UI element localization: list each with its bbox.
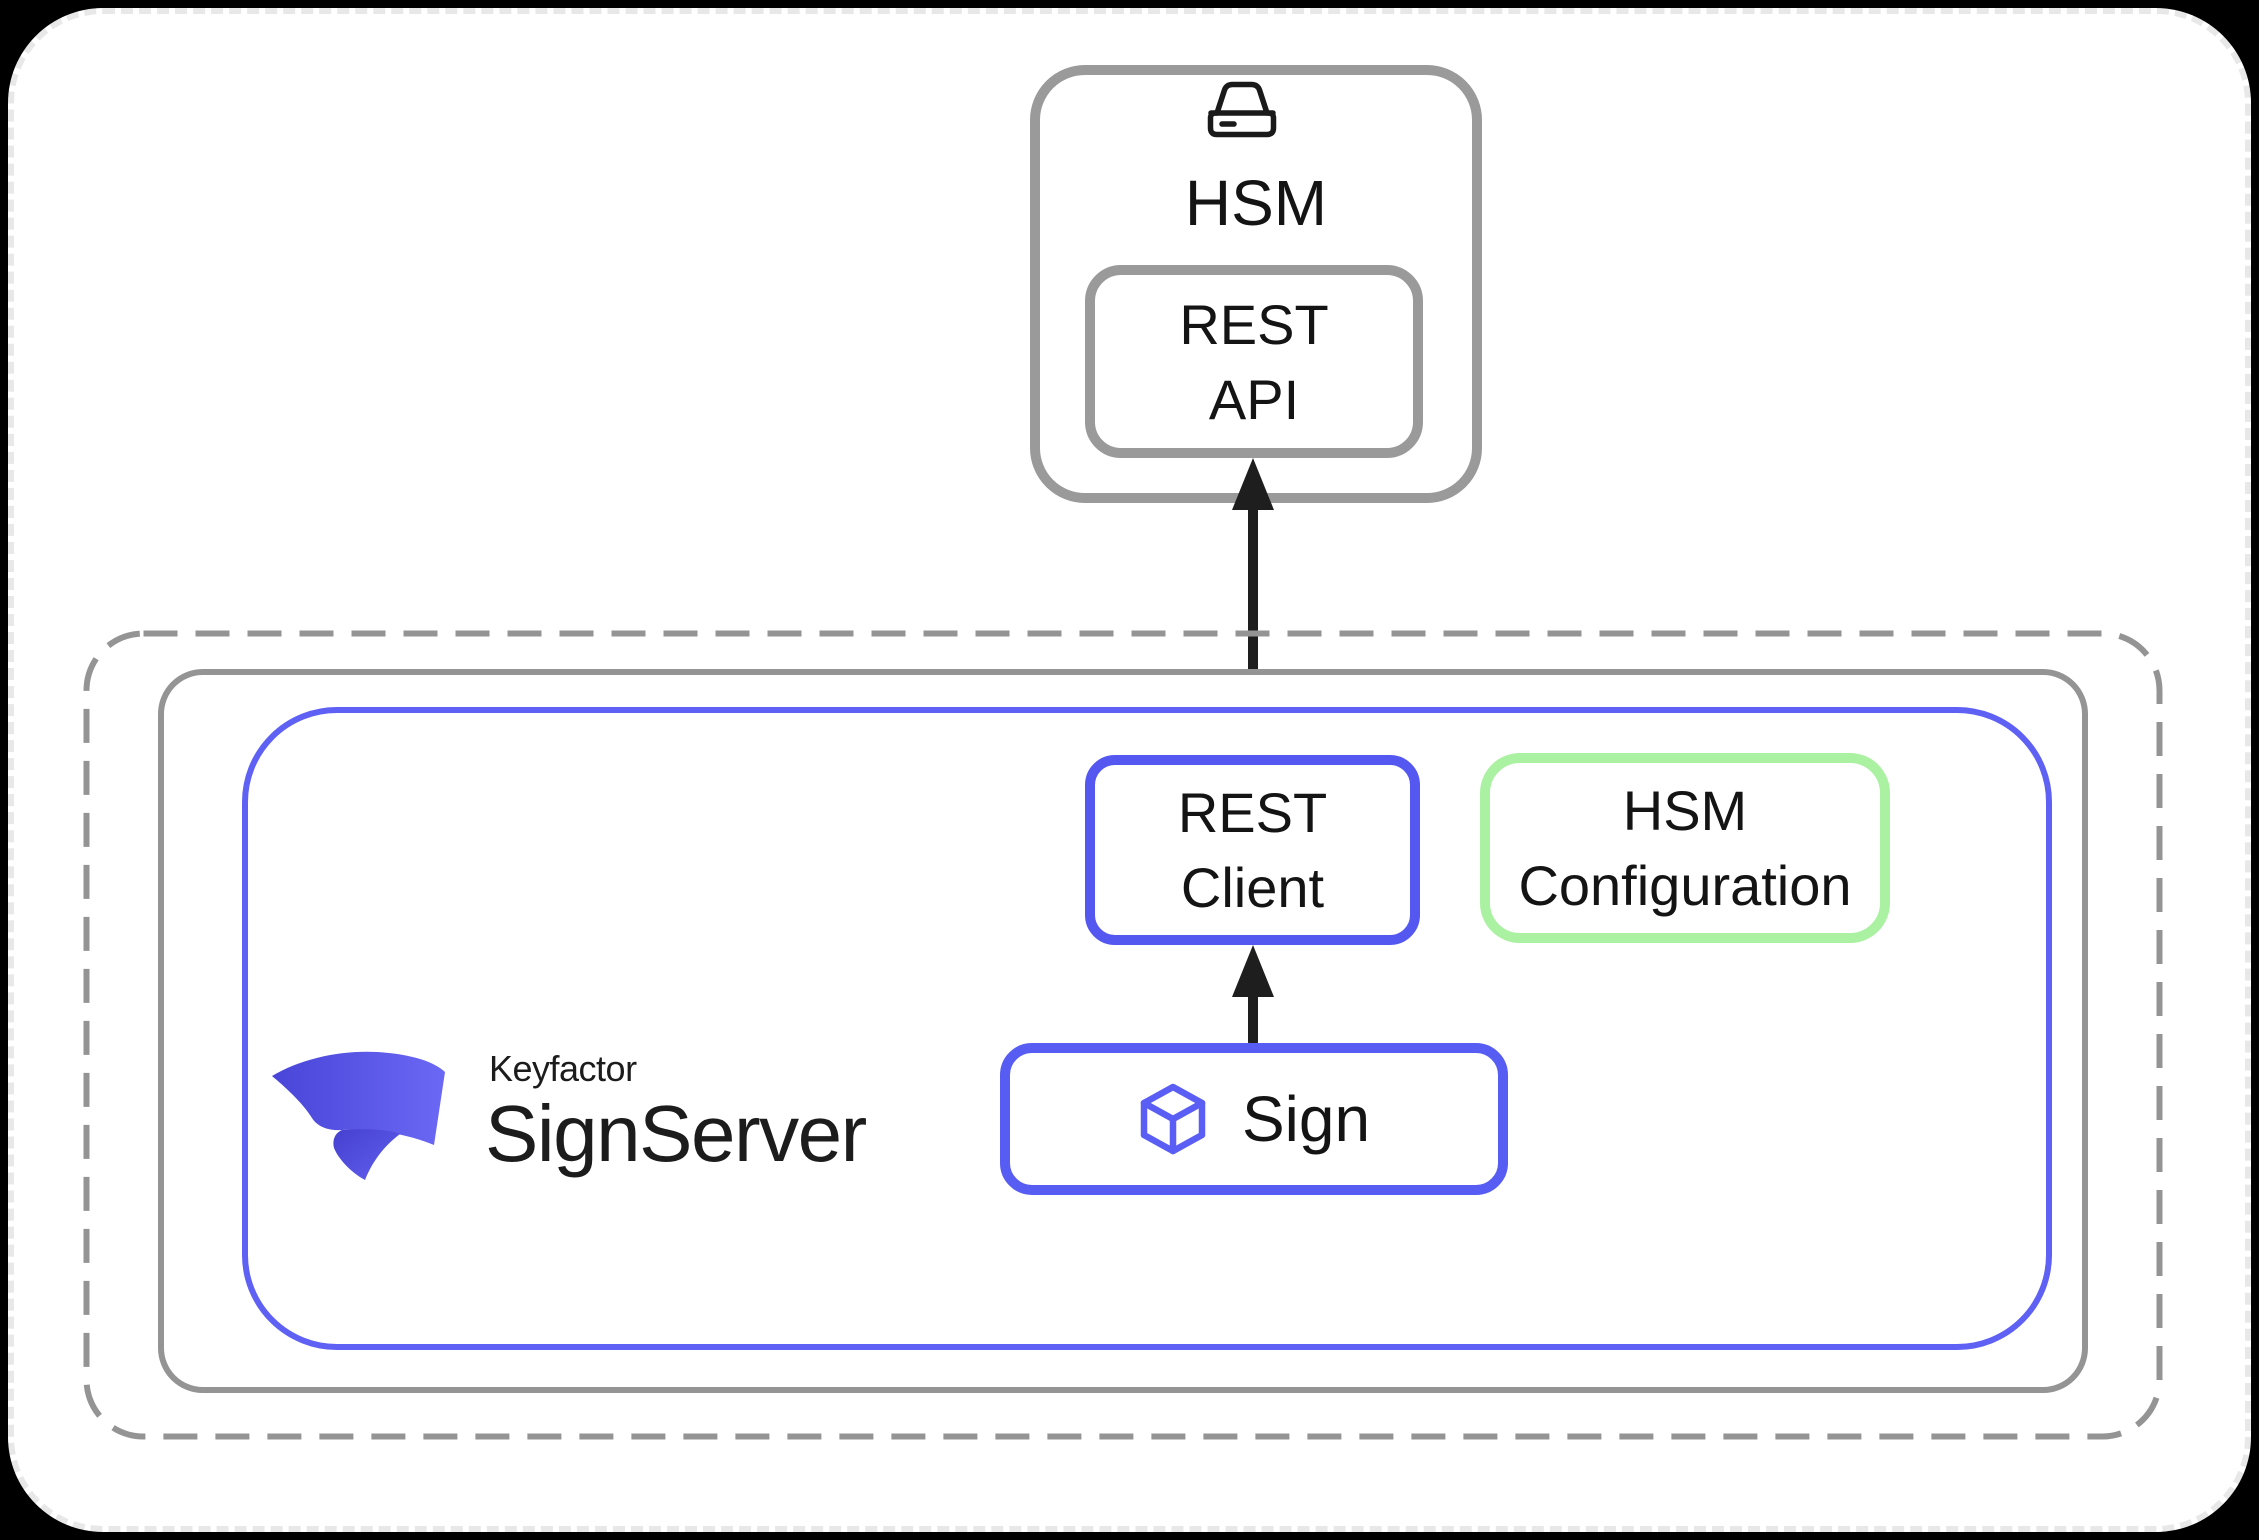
drive-icon bbox=[1207, 81, 1277, 138]
arrow-sign-to-rest-client bbox=[1232, 945, 1274, 1047]
rest-api-box: REST API bbox=[1085, 265, 1423, 458]
hsm-configuration-label: HSM Configuration bbox=[1518, 779, 1852, 917]
rest-client-box: REST Client bbox=[1085, 755, 1420, 945]
rest-client-label: REST Client bbox=[1177, 781, 1328, 919]
rest-api-label: REST API bbox=[1179, 292, 1329, 431]
sign-worker-box: Sign bbox=[1000, 1043, 1508, 1195]
cube-icon bbox=[1140, 1083, 1206, 1155]
keyfactor-logo-mark bbox=[272, 1051, 445, 1180]
hsm-title: HSM bbox=[1184, 167, 1328, 239]
sign-label: Sign bbox=[1241, 1083, 1371, 1155]
deployment-dashed-container bbox=[83, 630, 2163, 1440]
hsm-configuration-box: HSM Configuration bbox=[1480, 753, 1890, 943]
logo-product-text: SignServer bbox=[485, 1089, 867, 1178]
logo-brand-text: Keyfactor bbox=[489, 1048, 637, 1089]
